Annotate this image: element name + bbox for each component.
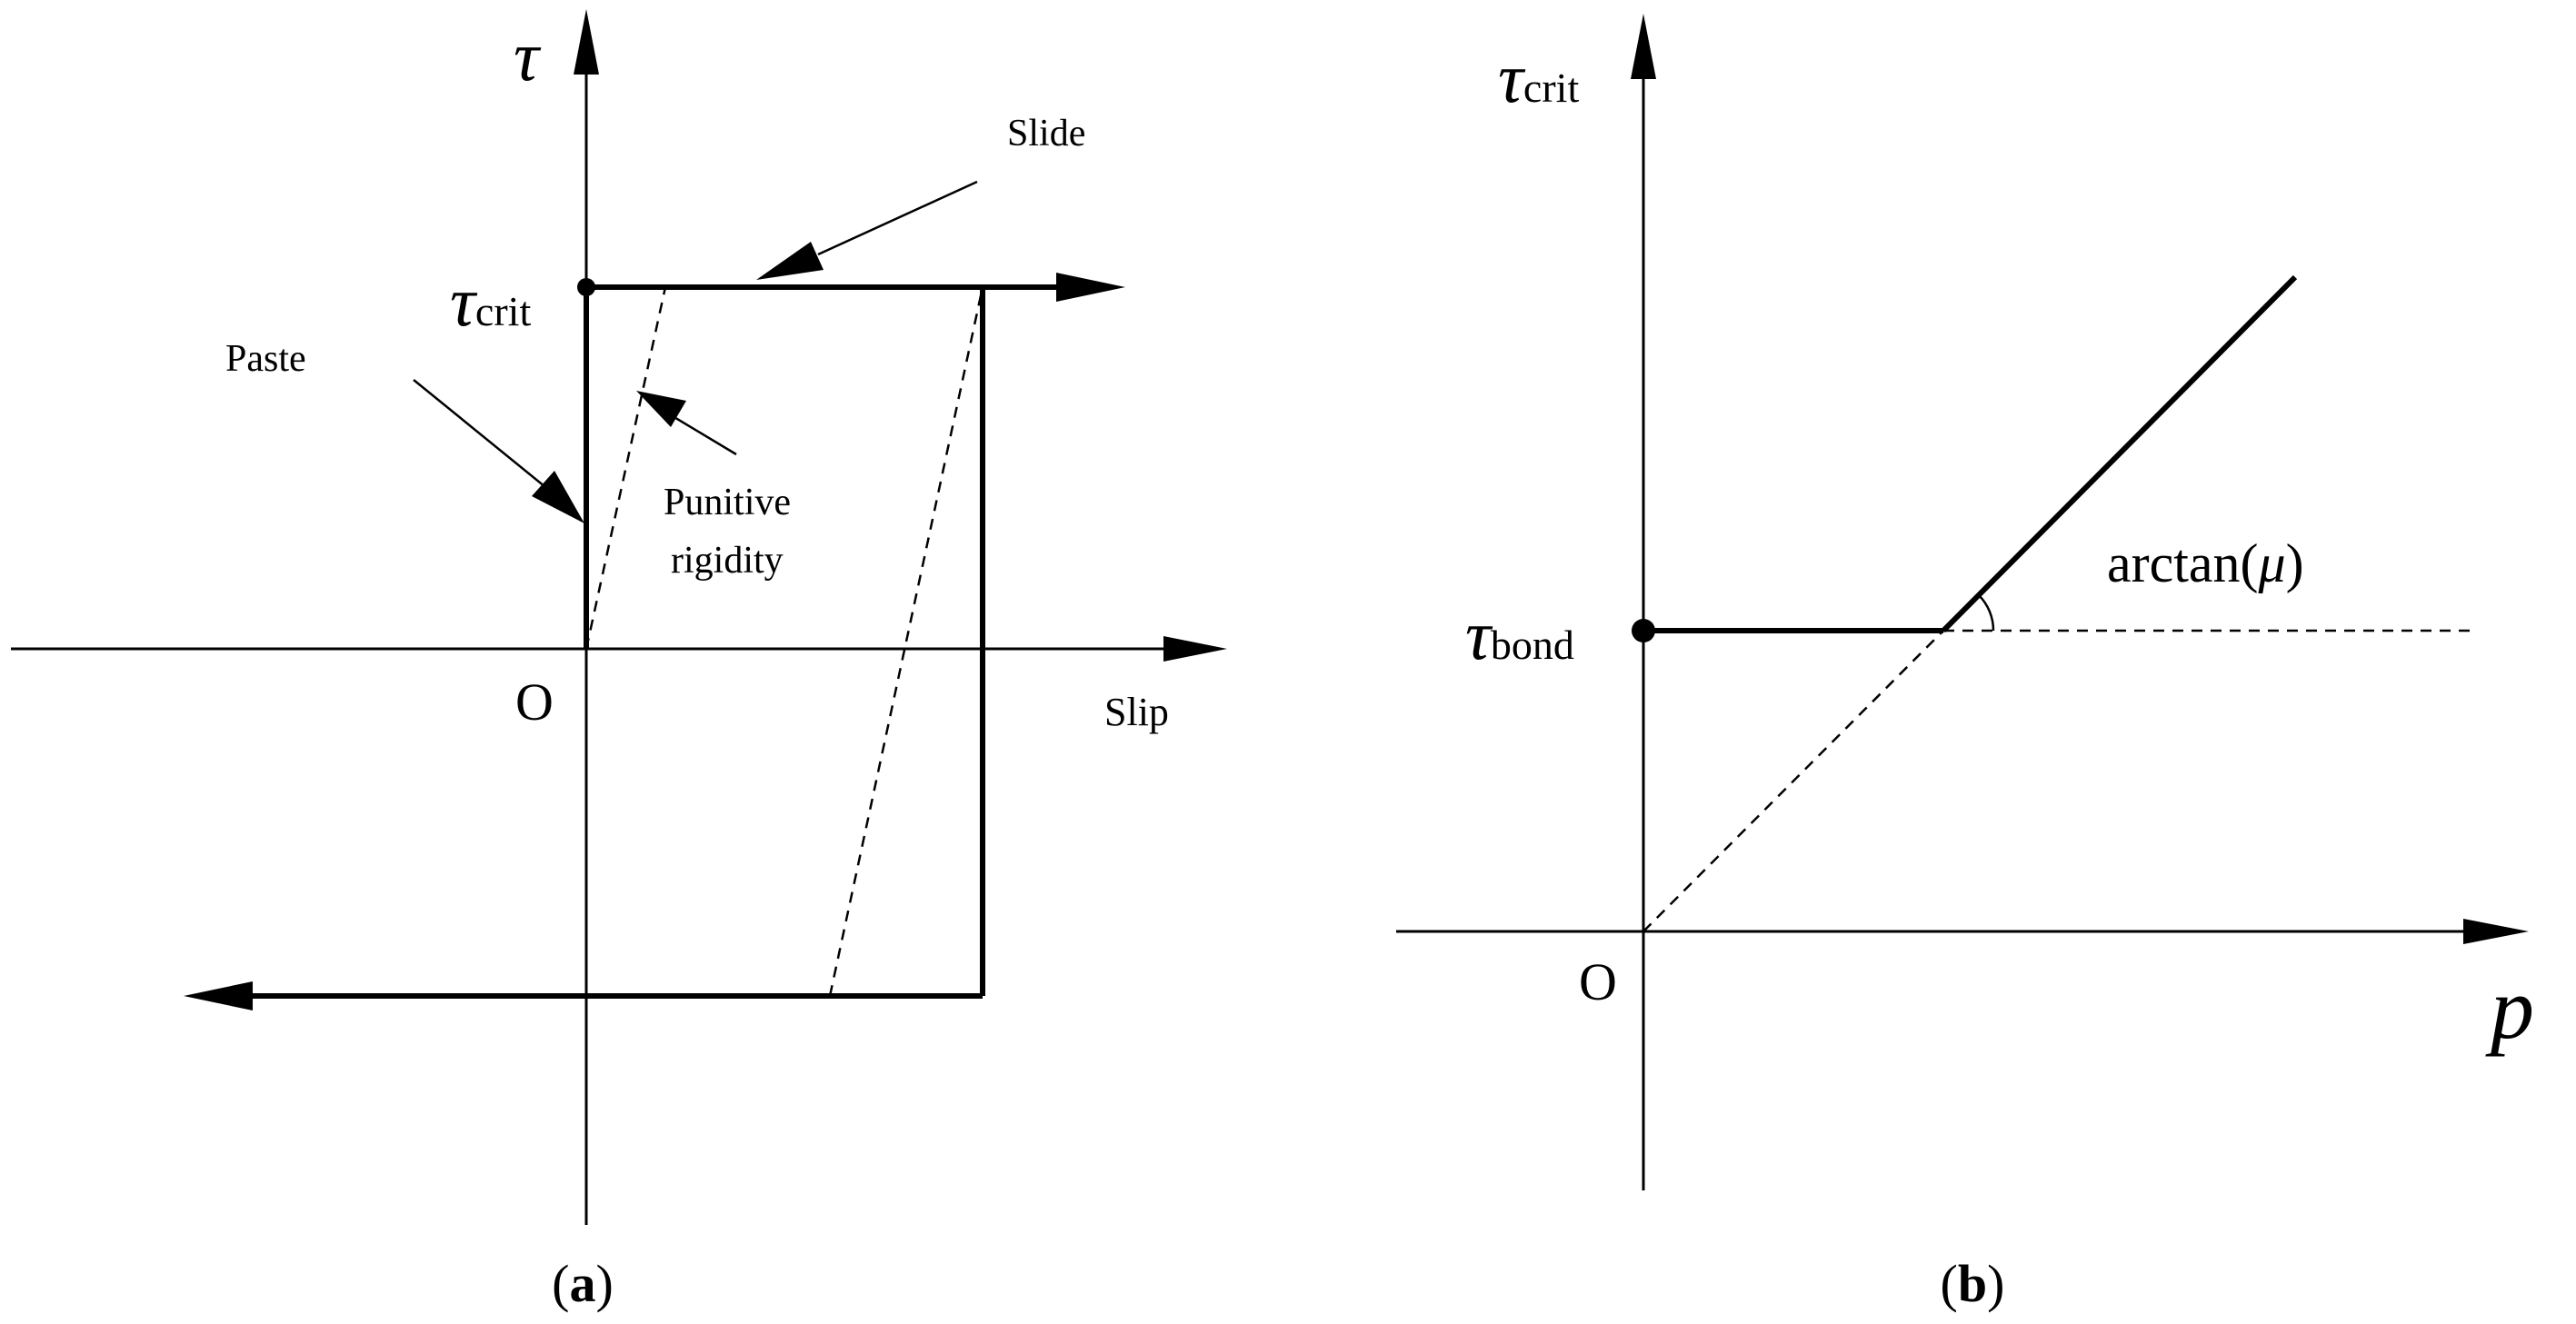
reverse-slide-arrowhead [184, 981, 253, 1010]
arctan-mu-label-prefix: arctan( [2107, 533, 2259, 593]
punitive-rigidity-dashed-line-2 [828, 286, 984, 997]
paste-pointer-arrowhead [532, 471, 584, 523]
slide-pointer-arrowhead [756, 242, 824, 280]
panel-a-y-axis-arrowhead [574, 9, 599, 75]
panel-a-x-axis-arrowhead [1163, 636, 1227, 662]
friction-slope-line [1941, 274, 2298, 633]
tau-crit-label-subscript: crit [475, 288, 532, 334]
panel-b-caption: (b) [1941, 1254, 2005, 1313]
panel-a-origin-label: O [515, 672, 554, 732]
panel-b: τcrit τbond O p arctan(μ) (b) [1396, 14, 2534, 1313]
panel-a-caption-close: ) [596, 1254, 614, 1313]
tau-crit-label: τcrit [450, 262, 531, 341]
arctan-mu-label-suffix: ) [2286, 533, 2304, 593]
panel-b-y-axis-label-subscript: crit [1523, 65, 1580, 111]
panel-a: τ τcrit O Slip Paste Slide Punitive rigi… [11, 9, 1227, 1313]
slide-label: Slide [1007, 113, 1085, 154]
tau-bond-label-subscript: bond [1491, 622, 1574, 668]
punitive-rigidity-dashed-line-1 [584, 286, 667, 650]
paste-pointer-line [413, 379, 551, 492]
panel-b-caption-letter: b [1958, 1254, 1987, 1313]
tau-bond-label: τbond [1465, 595, 1574, 674]
punitive-pointer-line [667, 412, 737, 456]
tau-crit-label-symbol: τ [450, 262, 478, 341]
panel-b-caption-close: ) [1987, 1254, 2004, 1313]
arctan-mu-label: arctan(μ) [2107, 533, 2304, 593]
origin-extension-dashed-line [1642, 630, 1944, 932]
punitive-rigidity-label-line-1: Punitive [664, 482, 791, 523]
p-axis-label: p [2485, 960, 2534, 1057]
panel-b-caption-open: ( [1941, 1254, 1958, 1313]
panel-a-y-axis-label: τ [514, 16, 542, 95]
tau-bond-label-symbol: τ [1465, 595, 1493, 674]
panel-b-x-axis-arrowhead [2463, 919, 2529, 944]
panel-b-y-axis-label: τcrit [1498, 38, 1579, 117]
panel-b-y-axis-arrowhead [1631, 14, 1656, 79]
panel-a-caption-open: ( [552, 1254, 569, 1313]
panel-a-caption: (a) [552, 1254, 614, 1313]
panel-a-caption-letter: a [570, 1254, 596, 1313]
tau-bond-point [1632, 619, 1655, 642]
tau-crit-point [577, 278, 595, 296]
punitive-pointer-arrowhead [636, 391, 686, 427]
panel-b-y-axis-label-symbol: τ [1498, 38, 1526, 117]
arctan-mu-label-mu: μ [2258, 533, 2286, 593]
slip-axis-label: Slip [1104, 690, 1169, 734]
slide-pointer-line [817, 180, 978, 256]
punitive-rigidity-label-line-2: rigidity [671, 540, 784, 582]
slide-top-arrowhead [1056, 273, 1125, 302]
panel-b-origin-label: O [1579, 952, 1617, 1011]
paste-label: Paste [225, 338, 306, 380]
friction-angle-arc [1978, 594, 1995, 632]
